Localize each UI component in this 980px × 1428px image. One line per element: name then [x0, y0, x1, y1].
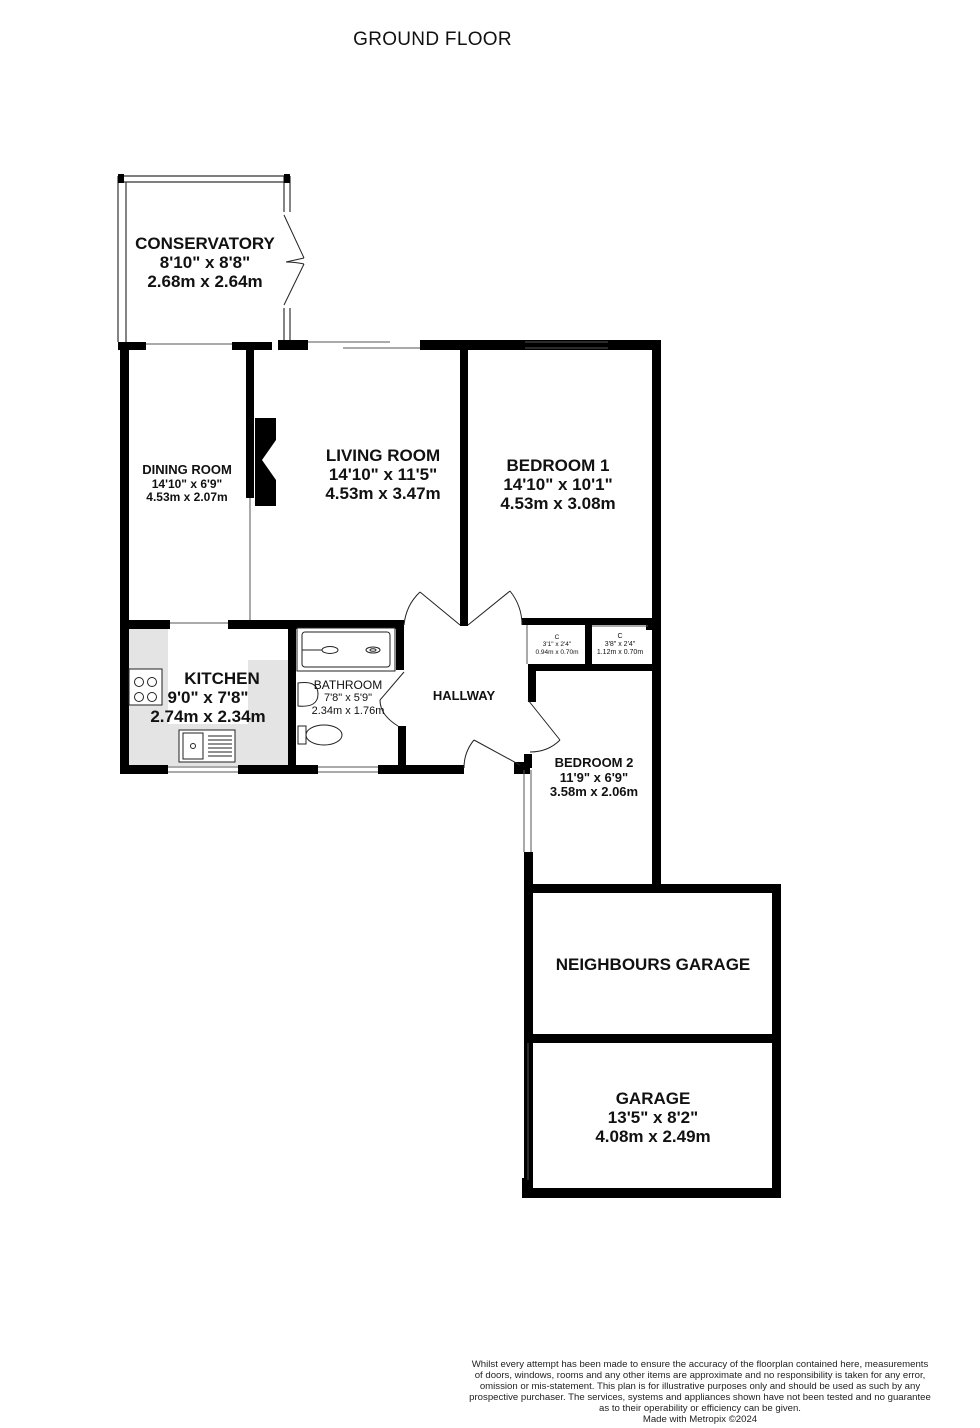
- hob-icon: [128, 668, 163, 706]
- room-conservatory: CONSERVATORY 8'10" x 8'8" 2.68m x 2.64m: [126, 234, 284, 291]
- room-dims-imperial: 13'5" x 8'2": [607, 1108, 699, 1128]
- room-cupboard-1: C 3'1" x 2'4" 0.94m x 0.70m: [528, 634, 586, 656]
- room-name: LIVING ROOM: [325, 446, 441, 465]
- room-bathroom: BATHROOM 7'8" x 5'9" 2.34m x 1.76m: [296, 678, 400, 717]
- room-dims-metric: 2.74m x 2.34m: [150, 707, 266, 727]
- room-cupboard-2: C 3'8" x 2'4" 1.12m x 0.70m: [590, 633, 650, 656]
- room-name: BEDROOM 2: [554, 755, 634, 770]
- room-dims-metric: 1.12m x 0.70m: [596, 648, 644, 656]
- door-swings: [379, 590, 561, 769]
- room-dims-imperial: 9'0" x 7'8": [167, 688, 249, 708]
- windows: [146, 341, 648, 1180]
- room-dims-imperial: 8'10" x 8'8": [159, 253, 251, 273]
- room-dims-metric: 4.08m x 2.49m: [595, 1127, 711, 1147]
- room-dims-metric: 0.94m x 0.70m: [535, 648, 579, 656]
- room-living-room: LIVING ROOM 14'10" x 11'5" 4.53m x 3.47m: [300, 446, 466, 503]
- toilet-icon: [297, 724, 343, 746]
- room-dims-metric: 4.53m x 3.08m: [500, 494, 616, 514]
- room-hallway: HALLWAY: [410, 688, 518, 704]
- room-dims-metric: 4.53m x 3.47m: [325, 484, 441, 504]
- disclaimer-line: prospective purchaser. The services, sys…: [469, 1392, 931, 1403]
- credit: Made with Metropix ©2024: [642, 1414, 758, 1425]
- room-name: C: [554, 634, 560, 641]
- room-dims-imperial: 11'9" x 6'9": [559, 769, 629, 785]
- room-name: GARAGE: [615, 1089, 691, 1108]
- room-name: NEIGHBOURS GARAGE: [555, 955, 751, 974]
- room-bedroom-1: BEDROOM 1 14'10" x 10'1" 4.53m x 3.08m: [476, 456, 640, 513]
- room-dims-imperial: 7'8" x 5'9": [323, 692, 373, 705]
- room-neighbours-garage: NEIGHBOURS GARAGE: [533, 955, 773, 974]
- room-dims-metric: 2.68m x 2.64m: [147, 272, 263, 292]
- room-name: C: [617, 633, 623, 640]
- room-garage: GARAGE 13'5" x 8'2" 4.08m x 2.49m: [533, 1089, 773, 1146]
- disclaimer-line: omission or mis-statement. This plan is …: [479, 1381, 921, 1392]
- conservatory-door: [283, 214, 305, 306]
- floor-title: GROUND FLOOR: [353, 29, 512, 50]
- room-name: HALLWAY: [432, 688, 496, 703]
- room-dims-metric: 2.34m x 1.76m: [311, 704, 385, 717]
- disclaimer: Whilst every attempt has been made to en…: [455, 1359, 945, 1425]
- conservatory-walls: [117, 175, 291, 342]
- disclaimer-line: Whilst every attempt has been made to en…: [471, 1359, 929, 1370]
- room-name: KITCHEN: [184, 669, 260, 688]
- room-dims-metric: 4.53m x 2.07m: [146, 489, 228, 504]
- room-name: DINING ROOM: [142, 462, 232, 477]
- room-dims-imperial: 3'8" x 2'4": [604, 640, 636, 648]
- walls: [118, 340, 781, 1198]
- room-dims-imperial: 14'10" x 11'5": [328, 465, 438, 485]
- sink-icon: [178, 729, 236, 763]
- room-dims-imperial: 3'1" x 2'4": [542, 641, 572, 649]
- room-dims-imperial: 14'10" x 6'9": [151, 476, 223, 491]
- shower-tray-icon: [296, 627, 396, 672]
- room-kitchen: KITCHEN 9'0" x 7'8" 2.74m x 2.34m: [128, 669, 288, 726]
- room-dining-room: DINING ROOM 14'10" x 6'9" 4.53m x 2.07m: [128, 462, 246, 504]
- room-dims-metric: 3.58m x 2.06m: [549, 784, 639, 800]
- room-name: BATHROOM: [313, 678, 383, 692]
- room-dims-imperial: 14'10" x 10'1": [503, 475, 613, 495]
- basin-icon: [297, 682, 319, 707]
- disclaimer-line: as to their operability or efficiency ca…: [599, 1403, 801, 1414]
- room-name: CONSERVATORY: [135, 234, 275, 253]
- disclaimer-line: of doors, windows, rooms and any other i…: [474, 1370, 926, 1381]
- room-name: BEDROOM 1: [506, 456, 610, 475]
- room-bedroom-2: BEDROOM 2 11'9" x 6'9" 3.58m x 2.06m: [536, 755, 652, 800]
